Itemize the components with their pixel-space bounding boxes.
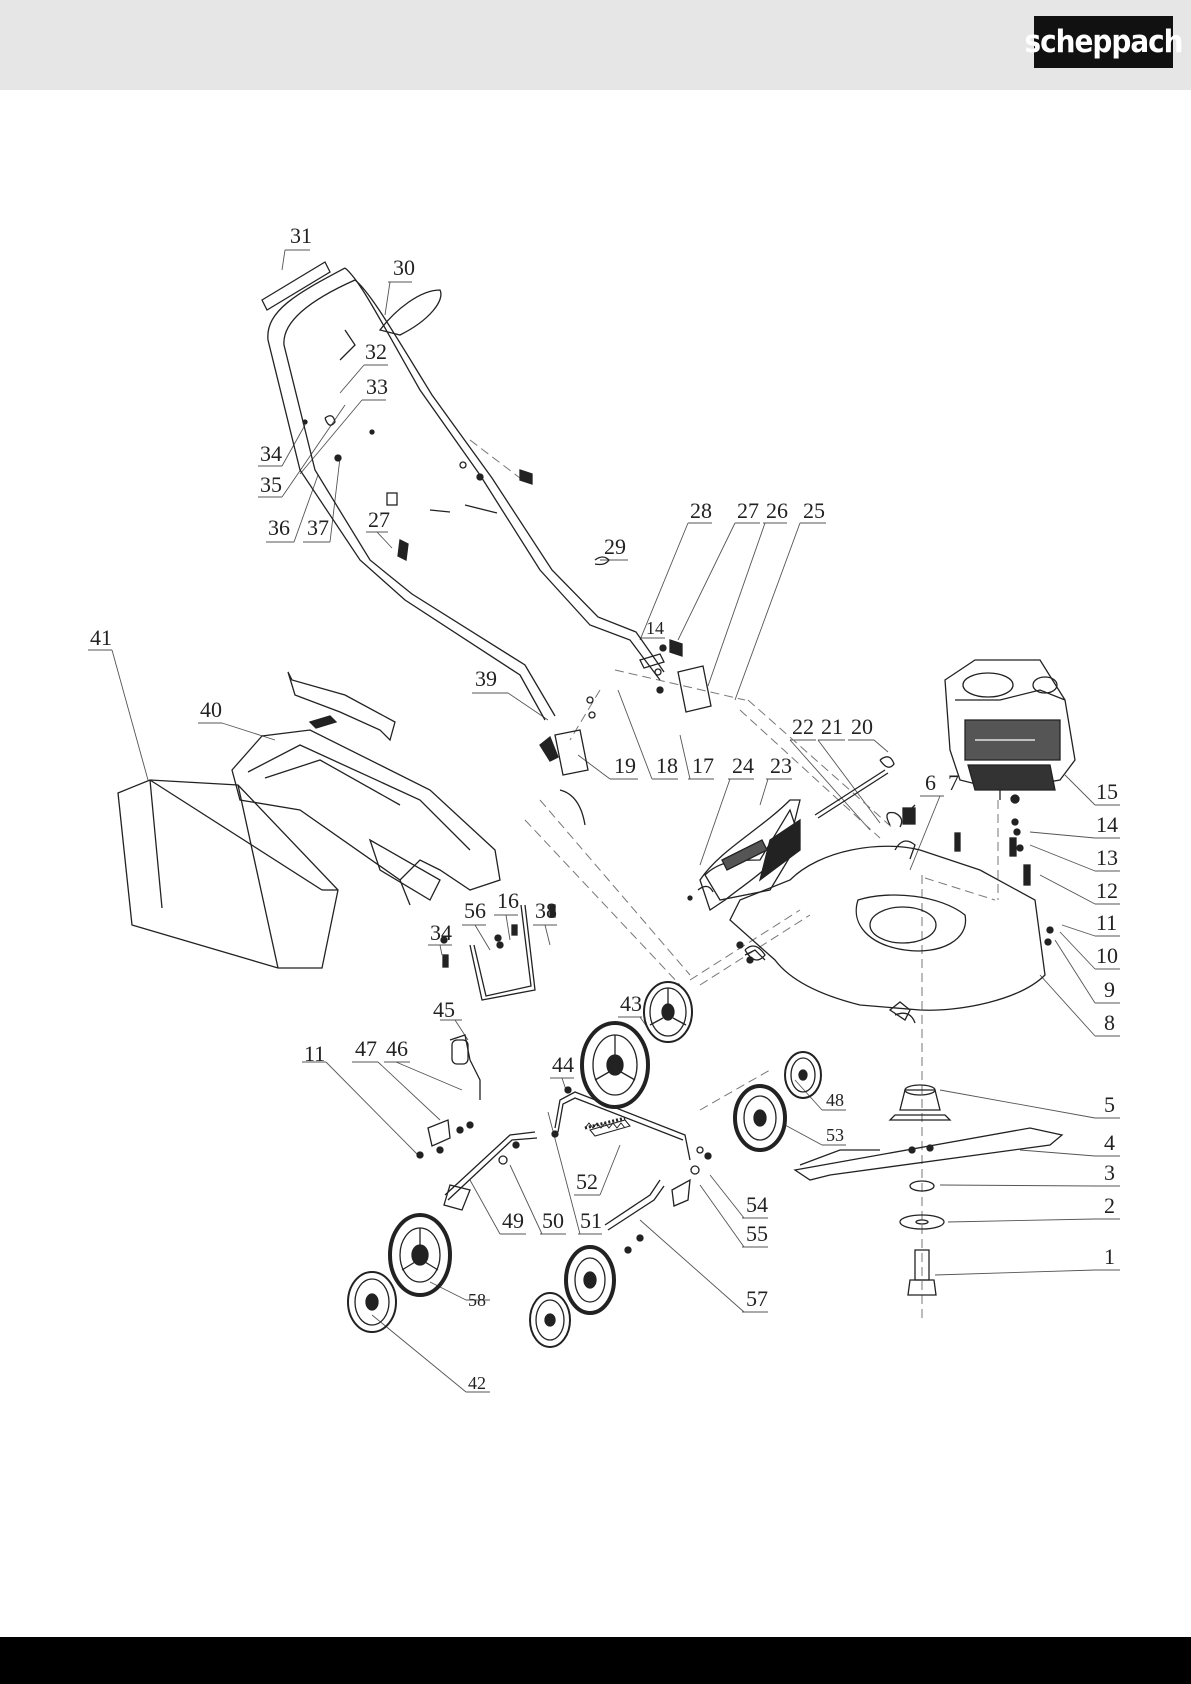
label-55: 55 [746,1221,768,1246]
blade-stack [795,1085,1062,1295]
label-1: 1 [1104,1244,1115,1269]
label-2: 2 [1104,1193,1115,1218]
label-53: 53 [826,1125,844,1145]
leader-lines [88,250,1120,1392]
label-7: 7 [948,770,959,795]
label-19: 19 [614,753,636,778]
label-35: 35 [260,472,282,497]
label-16: 16 [497,888,519,913]
label-9: 9 [1104,977,1115,1002]
label-51: 51 [580,1208,602,1233]
label-17: 17 [692,753,714,778]
label-40: 40 [200,697,222,722]
label-36: 36 [268,515,290,540]
label-46: 46 [386,1036,408,1061]
label-44: 44 [552,1052,574,1077]
wheel-rear-hubcap [530,1293,570,1347]
label-27b: 27 [737,498,759,523]
wheel-43-hubcap [644,982,692,1042]
label-39: 39 [475,666,497,691]
wheel-58 [390,1215,450,1295]
label-20: 20 [851,714,873,739]
label-21: 21 [821,714,843,739]
label-18: 18 [656,753,678,778]
grass-basket [118,780,338,968]
assembly-dashes [470,440,998,1320]
label-41: 41 [90,625,112,650]
label-5: 5 [1104,1092,1115,1117]
label-11b: 11 [304,1041,325,1066]
handle-assembly [262,262,711,825]
engine [945,660,1075,803]
wheel-rear-right [566,1247,614,1313]
label-52: 52 [576,1169,598,1194]
label-31: 31 [290,223,312,248]
label-54: 54 [746,1192,768,1217]
wheel-42-hubcap [348,1272,396,1332]
label-6: 6 [925,770,936,795]
label-22: 22 [792,714,814,739]
label-32: 32 [365,339,387,364]
label-34b: 34 [430,920,452,945]
label-57: 57 [746,1286,768,1311]
label-26: 26 [766,498,788,523]
label-37: 37 [307,515,329,540]
label-56: 56 [464,898,486,923]
wheel-53 [735,1086,785,1150]
engine-fasteners [955,819,1030,885]
label-3: 3 [1104,1160,1115,1185]
label-29: 29 [604,534,626,559]
label-12: 12 [1096,878,1118,903]
label-34: 34 [260,441,282,466]
label-8: 8 [1104,1010,1115,1035]
label-24: 24 [732,753,754,778]
part-labels: 31 30 32 33 34 35 36 37 27 29 28 27 26 2… [90,223,1118,1393]
label-15: 15 [1096,779,1118,804]
discharge-flap [688,757,894,910]
label-50: 50 [542,1208,564,1233]
label-58: 58 [468,1290,486,1310]
label-30: 30 [393,255,415,280]
label-38: 38 [535,898,557,923]
label-28: 28 [690,498,712,523]
label-4: 4 [1104,1130,1115,1155]
label-25: 25 [803,498,825,523]
label-45: 45 [433,997,455,1022]
label-14b: 14 [1096,812,1118,837]
basket-frame [232,672,500,905]
label-48: 48 [826,1090,844,1110]
label-11a: 11 [1096,910,1117,935]
wheel-front-left [582,1023,648,1107]
label-49: 49 [502,1208,524,1233]
wheel-48-hubcap [785,1052,821,1098]
label-47: 47 [355,1036,377,1061]
label-42: 42 [468,1373,486,1393]
label-27: 27 [368,507,390,532]
label-10: 10 [1096,943,1118,968]
label-13: 13 [1096,845,1118,870]
label-23: 23 [770,753,792,778]
label-33: 33 [366,374,388,399]
label-14a: 14 [646,618,664,638]
label-43: 43 [620,991,642,1016]
